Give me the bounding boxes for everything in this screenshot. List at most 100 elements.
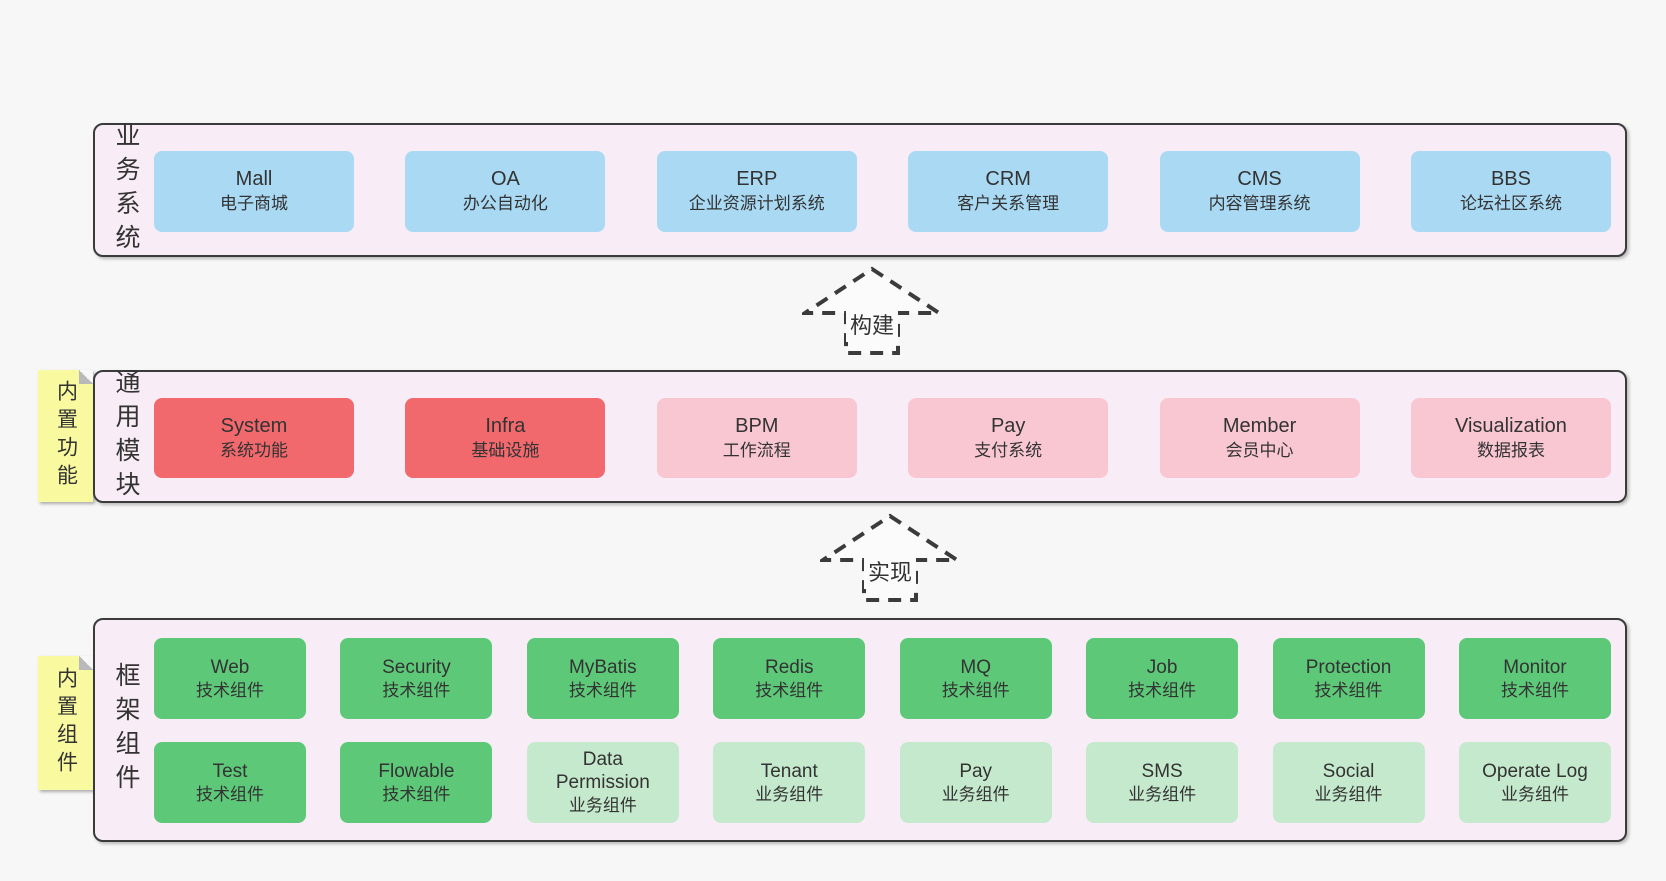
box-subtitle: 技术组件 [568,680,637,700]
box-title: Mall [235,168,273,190]
box-title: Job [1146,656,1178,678]
box-title: System [220,414,288,437]
box-title: CMS [1237,168,1282,190]
box-subtitle: 业务组件 [941,784,1010,804]
box-subtitle: 工作流程 [722,440,791,460]
box-title: Infra [485,414,526,437]
box-title: Redis [764,656,814,678]
box-system: System 系统功能 [154,398,354,478]
box-title: Test [212,760,248,782]
arrow-label: 构建 [850,313,894,338]
box-title: Flowable [378,760,455,782]
box-title: Pay [959,760,993,782]
box-title: ERP [736,168,778,190]
box-title: Protection [1305,656,1392,678]
box-title: Tenant [760,760,818,782]
box-title: BPM [735,414,779,437]
box-subtitle: 系统功能 [220,440,288,460]
box-subtitle: 客户关系管理 [957,194,1060,213]
layer-label-modules: 通用模块 [112,368,140,505]
box-title: OA [490,168,520,190]
note-text: 内置功能 [54,380,78,492]
box-subtitle: 技术组件 [755,680,824,700]
layer-label-business: 业务系统 [112,122,140,258]
box-subtitle: 业务组件 [755,784,824,804]
box-title: MyBatis [569,656,637,678]
box-subtitle: 技术组件 [1500,680,1569,700]
box-title: Social [1322,760,1375,782]
box-subtitle: 技术组件 [196,784,264,804]
arrow-up-implement: 实现 [816,513,964,605]
sticky-note-built-in-features: 内置功能 [38,370,93,502]
box-mall: Mall 电子商城 [154,151,354,232]
note-fold-icon [79,370,93,384]
box-title: Data Permission [555,749,650,793]
box-bpm: BPM 工作流程 [656,398,857,478]
box-title: MQ [960,656,991,678]
box-subtitle: 论坛社区系统 [1459,194,1562,213]
note-fold-icon [79,656,93,670]
box-subtitle: 技术组件 [382,680,451,700]
box-subtitle: 技术组件 [1314,680,1383,700]
note-text: 内置组件 [54,667,78,779]
box-title: Member [1222,414,1297,437]
box-visualization: Visualization 数据报表 [1410,398,1611,478]
box-crm: CRM 客户关系管理 [908,151,1109,232]
layer-label-components: 框架组件 [112,662,140,798]
box-title: SMS [1141,760,1183,782]
box-pay: Pay 支付系统 [908,398,1109,478]
box-title: BBS [1490,168,1531,190]
box-subtitle: 办公自动化 [462,194,548,213]
box-bbs: BBS 论坛社区系统 [1410,151,1611,232]
box-title: Pay [990,414,1026,437]
box-subtitle: 会员中心 [1225,440,1294,460]
box-title: Web [210,656,250,678]
sticky-note-built-in-components: 内置组件 [38,656,93,790]
arrow-up-build: 构建 [798,266,946,358]
box-title: Visualization [1454,414,1567,437]
box-title: Security [382,656,451,678]
arrow-label: 实现 [868,560,912,585]
box-subtitle: 业务组件 [568,796,637,815]
box-title: CRM [985,168,1031,190]
box-title: Operate Log [1482,760,1588,782]
box-subtitle: 技术组件 [382,784,451,804]
box-subtitle: 业务组件 [1314,784,1383,804]
box-subtitle: 业务组件 [1500,784,1569,804]
box-member: Member 会员中心 [1159,398,1360,478]
box-title: Monitor [1503,656,1567,678]
box-subtitle: 支付系统 [974,440,1043,460]
box-subtitle: 数据报表 [1476,440,1545,460]
box-oa: OA 办公自动化 [405,151,606,232]
box-subtitle: 技术组件 [196,680,264,700]
box-subtitle: 电子商城 [220,194,288,213]
box-data-permission: Data Permission 业务组件 [526,742,679,823]
box-subtitle: 业务组件 [1128,784,1197,804]
